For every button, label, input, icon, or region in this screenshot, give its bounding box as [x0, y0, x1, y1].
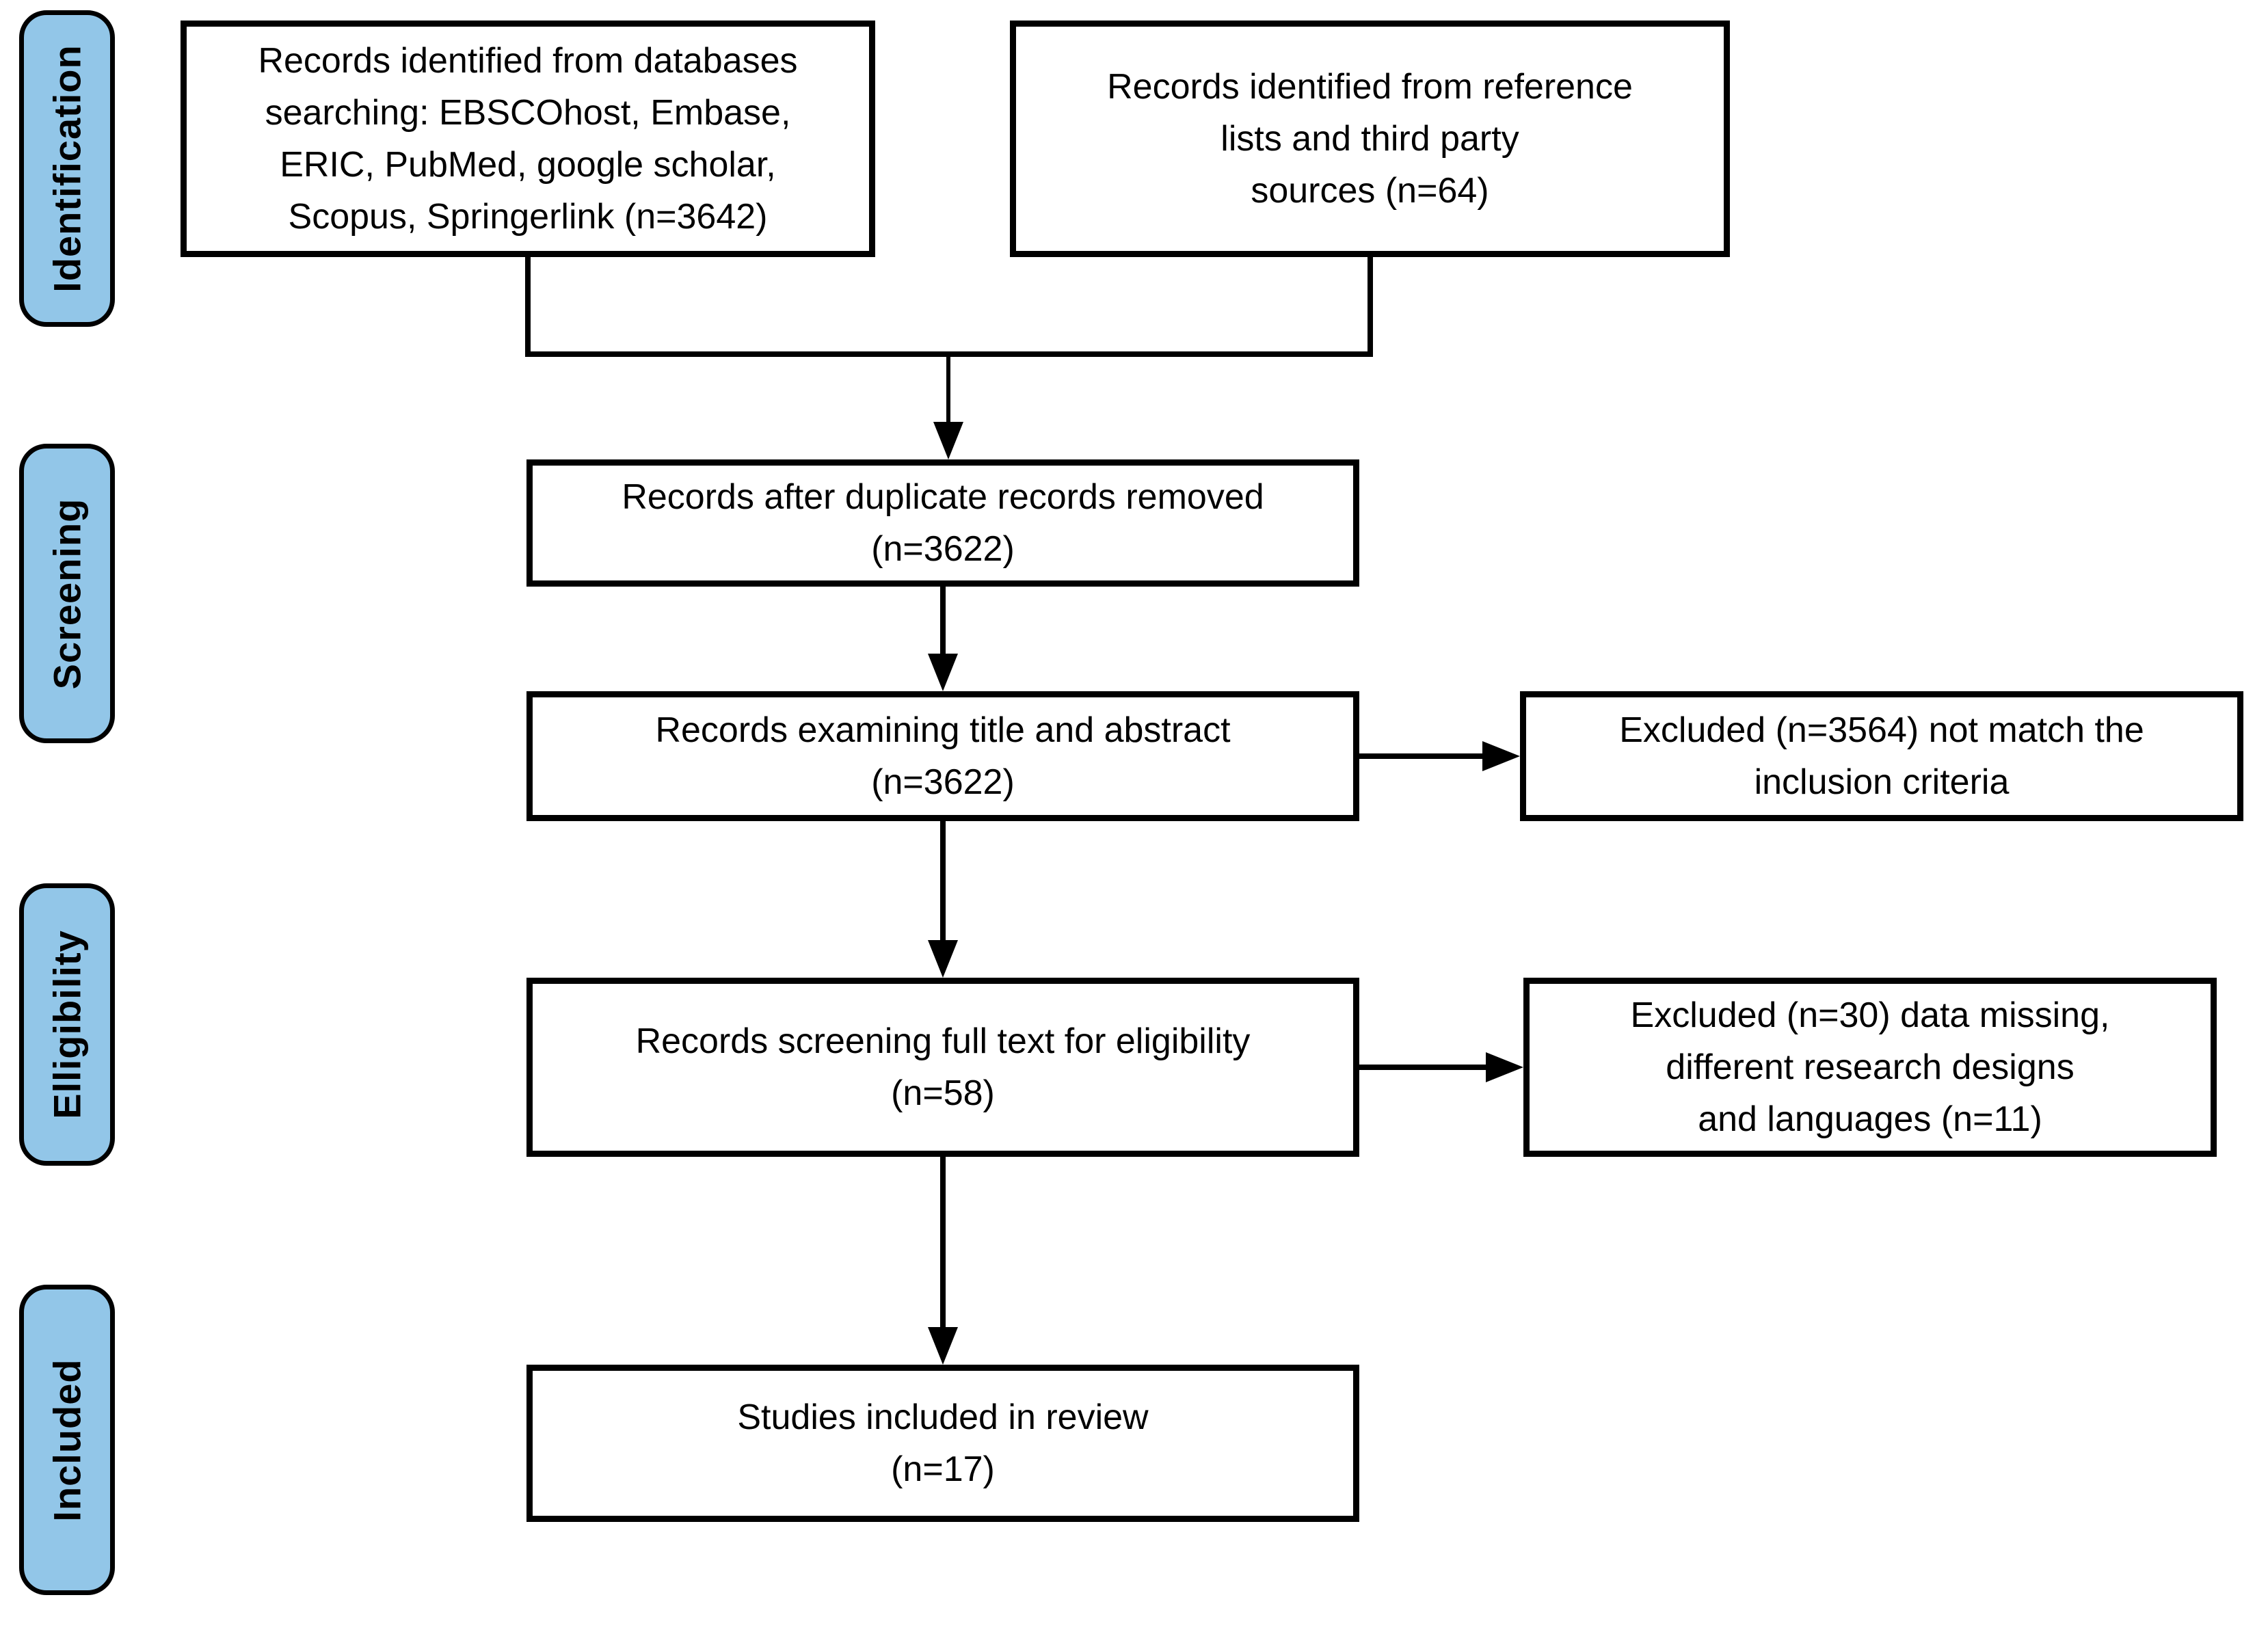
arrow-shaft-title-abstract-to-excluded [1358, 753, 1484, 759]
box-records-after-duplicates-text: Records after duplicate records removed … [622, 477, 1264, 569]
box-records-identified-databases-text: Records identified from databases search… [258, 41, 798, 237]
box-studies-included-text: Studies included in review (n=17) [737, 1397, 1149, 1489]
arrowhead-right-icon [1486, 1052, 1523, 1082]
box-records-after-duplicates: Records after duplicate records removed … [526, 459, 1359, 587]
arrowhead-down-icon [928, 940, 958, 978]
box-excluded-title-abstract-text: Excluded (n=3564) not match the inclusio… [1619, 710, 2144, 802]
arrowhead-down-icon [933, 422, 963, 459]
box-records-title-abstract: Records examining title and abstract (n=… [526, 691, 1359, 821]
box-records-full-text-text: Records screening full text for eligibil… [635, 1021, 1251, 1113]
box-records-identified-databases: Records identified from databases search… [181, 21, 875, 257]
arrow-shaft-duplicates-to-title-abstract [940, 585, 946, 657]
stage-identification: Identification [19, 10, 115, 327]
arrowhead-down-icon [928, 654, 958, 691]
stage-screening: Screening [19, 444, 115, 743]
box-excluded-full-text: Excluded (n=30) data missing, different … [1523, 978, 2217, 1157]
arrowhead-right-icon [1482, 741, 1520, 771]
stage-eligibility: Elligibility [19, 883, 115, 1166]
arrowhead-down-icon [928, 1327, 958, 1365]
stage-included: Included [19, 1285, 115, 1595]
box-excluded-full-text-text: Excluded (n=30) data missing, different … [1630, 995, 2110, 1139]
stage-identification-label: Identification [45, 44, 89, 293]
box-records-title-abstract-text: Records examining title and abstract (n=… [655, 710, 1231, 802]
connector-line-from-references [1368, 256, 1373, 357]
stage-eligibility-label: Elligibility [45, 930, 89, 1119]
arrow-shaft-title-abstract-to-full-text [940, 820, 946, 943]
connector-line-from-databases [525, 256, 531, 357]
arrow-shaft-full-text-to-excluded [1358, 1065, 1488, 1070]
connector-line-merge-horizontal [525, 351, 1373, 357]
box-records-full-text: Records screening full text for eligibil… [526, 978, 1359, 1157]
stage-included-label: Included [45, 1358, 89, 1522]
arrow-shaft-merge-to-duplicates [946, 357, 950, 425]
stage-screening-label: Screening [45, 498, 89, 689]
box-records-identified-references: Records identified from reference lists … [1010, 21, 1730, 257]
arrow-shaft-full-text-to-included [940, 1155, 946, 1330]
box-records-identified-references-text: Records identified from reference lists … [1107, 67, 1633, 211]
box-studies-included: Studies included in review (n=17) [526, 1365, 1359, 1522]
box-excluded-title-abstract: Excluded (n=3564) not match the inclusio… [1520, 691, 2243, 821]
